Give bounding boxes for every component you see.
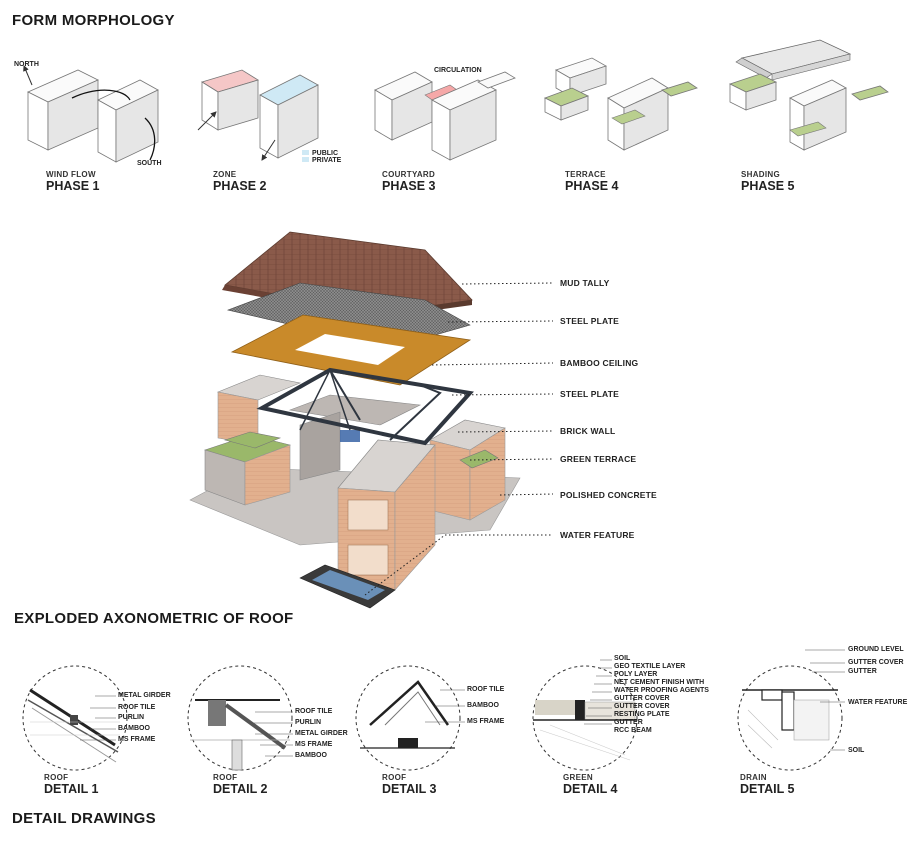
private-label: PRIVATE: [312, 157, 342, 164]
detail-1-drawing: [22, 665, 128, 771]
detail-caption-3: ROOF DETAIL 3: [382, 773, 436, 796]
detail-1-label-ms-frame: MS FRAME: [118, 736, 156, 743]
detail-3-label-ms-frame: MS FRAME: [467, 718, 505, 725]
phase-subtitle: ZONE: [213, 170, 237, 179]
detail-5-drawing: [737, 665, 843, 771]
detail-2-label-ms-frame: MS FRAME: [295, 741, 333, 748]
layer-label-mud-tally: MUD TALLY: [560, 278, 610, 288]
detail-2-label-metal-girder: METAL GIRDER: [295, 730, 348, 737]
phase-title: PHASE 3: [382, 179, 436, 193]
detail-1-label-bamboo: BAMBOO: [118, 725, 150, 732]
phase-5-diagram: [728, 39, 889, 151]
detail-caption-5: DRAIN DETAIL 5: [740, 773, 794, 796]
layer-label-steel-plate-top: STEEL PLATE: [560, 316, 620, 326]
detail-subtitle: GREEN: [563, 773, 593, 782]
detail-5-label-gutter-cover: GUTTER COVER: [848, 659, 904, 666]
phase-4-diagram: [543, 57, 698, 151]
detail-4-label-resting-plate: RESTING PLATE: [614, 711, 670, 718]
detail-title: DETAIL 5: [740, 782, 795, 796]
detail-subtitle: DRAIN: [740, 773, 767, 782]
detail-4-label-stack: SOIL GEO TEXTILE LAYER POLY LAYER NET CE…: [614, 655, 709, 735]
layer-label-polished-concrete: POLISHED CONCRETE: [560, 490, 657, 500]
detail-4-label-gutter: GUTTER: [614, 719, 643, 726]
detail-4-label-geo-textile: GEO TEXTILE LAYER: [614, 663, 686, 670]
layer-label-water-feature: WATER FEATURE: [560, 530, 635, 540]
building-body: [189, 367, 521, 609]
detail-4-label-water-proofing: WATER PROOFING AGENTS: [614, 687, 709, 694]
detail-subtitle: ROOF: [382, 773, 407, 782]
detail-5-label-water-feature: WATER FEATURE: [848, 699, 908, 706]
phase-caption-1: WIND FLOW PHASE 1: [46, 170, 100, 193]
detail-1-label-purlin: PURLIN: [118, 714, 145, 721]
detail-2-drawing: [187, 665, 293, 771]
phase-2-diagram: [197, 69, 319, 162]
detail-title: DETAIL 3: [382, 782, 437, 796]
layer-label-brick-wall: BRICK WALL: [560, 426, 616, 436]
layer-label-steel-plate: STEEL PLATE: [560, 389, 620, 399]
detail-5-label-gutter: GUTTER: [848, 668, 877, 675]
phase-title: PHASE 2: [213, 179, 267, 193]
detail-2-label-purlin: PURLIN: [295, 719, 322, 726]
layer-label-bamboo-ceiling: BAMBOO CEILING: [560, 358, 639, 368]
detail-2-label-bamboo: BAMBOO: [295, 752, 327, 759]
phase-caption-2: ZONE PHASE 2: [213, 170, 267, 193]
exploded-axonometric-title: EXPLODED AXONOMETRIC OF ROOF: [14, 610, 294, 627]
detail-5-label-soil: SOIL: [848, 747, 865, 754]
detail-drawings-title: DETAIL DRAWINGS: [12, 810, 156, 827]
mud-tally-roof: [222, 231, 473, 318]
public-label: PUBLIC: [312, 150, 339, 157]
detail-caption-4: GREEN DETAIL 4: [563, 773, 617, 796]
north-label: NORTH: [14, 61, 39, 68]
phase-caption-5: SHADING PHASE 5: [741, 170, 795, 193]
detail-title: DETAIL 2: [213, 782, 268, 796]
phase-caption-3: COURTYARD PHASE 3: [382, 170, 436, 193]
detail-1-label-metal-girder: METAL GIRDER: [118, 692, 171, 699]
detail-4-label-net-cement: NET CEMENT FINISH WITH: [614, 679, 705, 686]
detail-caption-2: ROOF DETAIL 2: [213, 773, 267, 796]
phase-3-diagram: [374, 71, 516, 161]
detail-3-drawing: [355, 665, 461, 771]
detail-title: DETAIL 1: [44, 782, 99, 796]
detail-leader-lines: [80, 649, 845, 757]
detail-subtitle: ROOF: [213, 773, 238, 782]
detail-4-label-rcc-beam: RCC BEAM: [614, 727, 652, 734]
detail-4-label-poly-layer: POLY LAYER: [614, 671, 658, 678]
phase-title: PHASE 4: [565, 179, 619, 193]
phase-caption-4: TERRACE PHASE 4: [565, 170, 619, 193]
phase-subtitle: WIND FLOW: [46, 170, 96, 179]
bamboo-ceiling-panel: [230, 314, 472, 386]
detail-1-label-roof-tile: ROOF TILE: [118, 704, 156, 711]
phase-title: PHASE 5: [741, 179, 795, 193]
layer-label-green-terrace: GREEN TERRACE: [560, 454, 637, 464]
phase-1-diagram: [23, 65, 159, 163]
layer-leader-lines: [364, 282, 554, 596]
detail-5-label-ground-level: GROUND LEVEL: [848, 646, 904, 653]
detail-title: DETAIL 4: [563, 782, 618, 796]
detail-caption-1: ROOF DETAIL 1: [44, 773, 98, 796]
detail-4-label-gutter-cover: GUTTER COVER: [614, 695, 670, 702]
south-label: SOUTH: [137, 160, 162, 167]
form-morphology-title: FORM MORPHOLOGY: [12, 12, 175, 29]
detail-2-label-roof-tile: ROOF TILE: [295, 708, 333, 715]
phase-subtitle: TERRACE: [565, 170, 606, 179]
detail-subtitle: ROOF: [44, 773, 69, 782]
phase-subtitle: COURTYARD: [382, 170, 436, 179]
phase-title: PHASE 1: [46, 179, 100, 193]
phase-subtitle: SHADING: [741, 170, 780, 179]
steel-mesh-plate: [226, 282, 471, 349]
detail-3-label-bamboo: BAMBOO: [467, 702, 499, 709]
detail-4-label-gutter-cover-2: GUTTER COVER: [614, 703, 670, 710]
circulation-label: CIRCULATION: [434, 67, 482, 74]
detail-4-label-soil: SOIL: [614, 655, 631, 662]
detail-3-label-roof-tile: ROOF TILE: [467, 686, 505, 693]
